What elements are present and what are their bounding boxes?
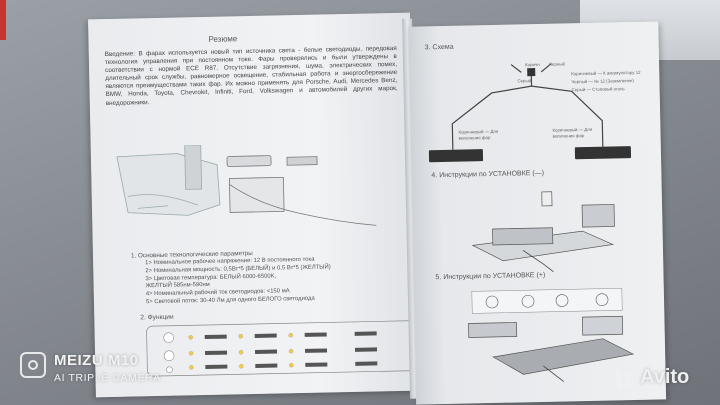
install-off-drawing: [471, 191, 615, 273]
intro-paragraph: Введение: В фарах используется новый тип…: [104, 44, 398, 107]
wire-label-brown-left: Коричневый — Для: [458, 128, 499, 135]
functions-title: 2. Функции: [140, 313, 174, 322]
wire-label-brown-right: Коричневый — Для: [552, 126, 593, 133]
scheme-title: 3. Схема: [424, 43, 454, 52]
avito-text: Avito: [640, 366, 690, 388]
camera-logo-icon: [20, 352, 46, 378]
wire-label-brown-left-2: включения фар: [458, 135, 491, 141]
car-bumper-sketch: [116, 144, 221, 216]
wire-label-top-c: Серый: [517, 78, 532, 84]
drl-bar-sketch: [226, 155, 377, 226]
camera-brand: MEIZU M10: [54, 352, 139, 369]
avito-logo-icon: [614, 372, 634, 389]
red-object-edge: [0, 0, 6, 40]
wire-label-top-b: Черный: [549, 61, 565, 67]
install-on-title: 5. Инструкции по УСТАНОВКЕ (+): [435, 271, 546, 282]
wiring-diagram: Коричн Черный Серый Коричневый — К аккум…: [421, 49, 660, 180]
params-list: 1> Номинальное рабочее напряжение: 12 В …: [145, 256, 331, 307]
install-on-drawing: [468, 288, 635, 382]
camera-subtitle: AI TRIPLE CAMERA: [54, 372, 161, 384]
wire-label-brown-right-2: включения фар: [552, 133, 585, 139]
instruction-booklet: Резюме Введение: В фарах используется но…: [64, 0, 667, 405]
right-page: 3. Схема Коричн Черный Серый: [408, 21, 667, 405]
product-sketches: [116, 144, 377, 226]
page-title: Резюме: [208, 34, 238, 44]
wiring-drawing: [428, 63, 632, 163]
left-page: Резюме Введение: В фарах используется но…: [88, 12, 418, 398]
wire-label-top-a: Коричн: [525, 61, 540, 68]
functions-diagram: [146, 320, 416, 377]
